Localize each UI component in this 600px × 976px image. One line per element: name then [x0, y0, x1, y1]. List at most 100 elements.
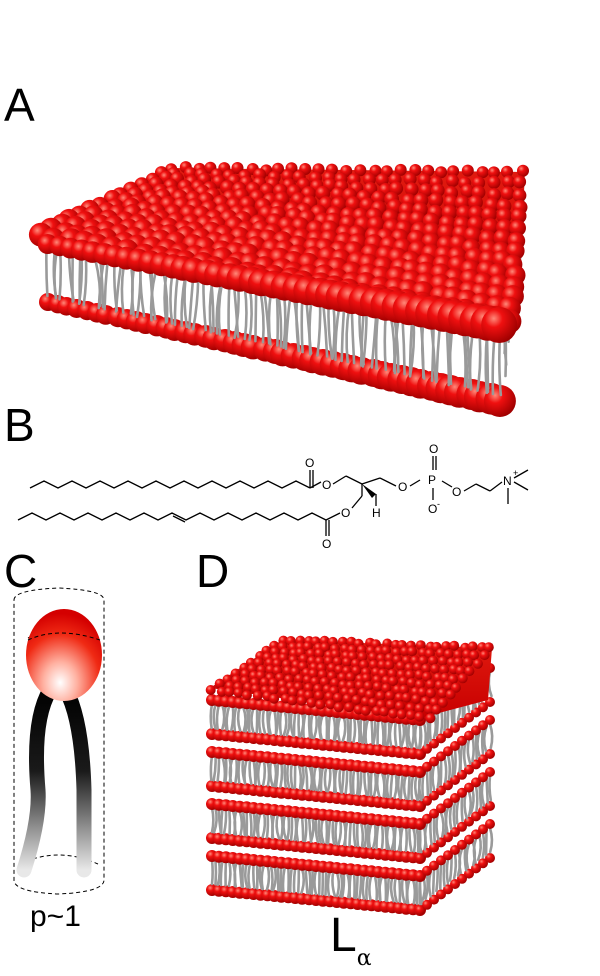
- lipid-tail: [272, 760, 278, 788]
- lipid-head: [384, 690, 395, 701]
- lipid-tail: [256, 759, 262, 786]
- lipid-tail: [485, 777, 489, 804]
- lipid-tail: [237, 757, 241, 784]
- lipid-head: [359, 659, 369, 670]
- lipid-head: [387, 668, 398, 679]
- lipid-head: [294, 673, 305, 684]
- lipid-head: [471, 811, 481, 822]
- lipid-head: [351, 694, 362, 705]
- lipid-tail: [274, 709, 280, 736]
- lipid-tail: [267, 290, 273, 346]
- lipid-tail: [228, 756, 235, 784]
- lipid-head: [351, 665, 362, 676]
- lipid-tail: [334, 818, 339, 846]
- lipid-head: [483, 642, 494, 653]
- lipid-tail: [289, 762, 294, 789]
- lipid-tail: [202, 278, 208, 332]
- lipid-tail: [258, 288, 265, 344]
- lipid-head: [384, 660, 395, 671]
- lipid-head: [447, 165, 460, 178]
- lipid-head: [315, 699, 326, 710]
- lipid-head: [428, 655, 439, 666]
- lipid-tail: [326, 818, 332, 845]
- lipid-head: [437, 697, 448, 708]
- left-tail: [16, 682, 58, 878]
- lipid-head: [478, 720, 488, 731]
- lipid-tail: [173, 274, 179, 326]
- lipid-tail: [397, 876, 402, 904]
- lipid-tail: [404, 721, 409, 748]
- lipid-tail: [99, 259, 105, 309]
- lipid-tail: [463, 792, 469, 820]
- lipid-head: [314, 690, 325, 701]
- lipid-head: [460, 184, 475, 198]
- lipid-head: [429, 808, 439, 819]
- lipid-head: [422, 865, 432, 876]
- lipid-tail: [341, 715, 347, 742]
- panel-label-b: B: [4, 399, 35, 451]
- lipid-head: [384, 653, 395, 663]
- lipid-head: [368, 659, 379, 670]
- lipid-head: [467, 641, 478, 652]
- lipid-tail: [236, 705, 242, 732]
- lipid-tail: [234, 757, 239, 784]
- lipid-tail: [254, 759, 259, 786]
- lipid-head: [441, 641, 452, 652]
- lipid-tail: [135, 267, 142, 319]
- lipid-tail: [266, 760, 271, 787]
- lipid-head: [449, 640, 460, 651]
- lipid-tail: [292, 866, 297, 894]
- lipid-head: [371, 705, 382, 716]
- lipid-head: [457, 839, 467, 850]
- phase-caption: Lα: [330, 912, 372, 970]
- lipid-head: [398, 676, 409, 687]
- lipid-tail: [380, 823, 385, 850]
- lipid-tail: [252, 862, 256, 890]
- lipid-tail: [372, 718, 377, 745]
- lipid-head: [437, 656, 448, 666]
- upper-acyl-chain: [29, 480, 311, 489]
- lipid-tail: [228, 808, 232, 835]
- lipid-tail: [307, 712, 312, 739]
- lipid-tail: [399, 773, 404, 800]
- lipid-head: [368, 652, 378, 662]
- lipid-tail: [187, 276, 195, 330]
- lipid-head: [471, 829, 481, 840]
- lipid-tail: [45, 250, 49, 298]
- atom-o-minus: O: [428, 502, 437, 516]
- lipid-tail: [130, 266, 136, 316]
- lipid-tail: [300, 763, 305, 790]
- lipid-head: [476, 166, 489, 179]
- lipid-tail: [241, 809, 246, 837]
- lipid-head: [372, 681, 383, 692]
- lipid-tail: [375, 822, 380, 850]
- lipid-head: [436, 889, 446, 900]
- lipid-tail: [372, 770, 378, 797]
- lipid-tail: [460, 795, 464, 823]
- lipid-head: [443, 850, 453, 861]
- lipid-tail: [183, 275, 189, 329]
- ester1-bond: [309, 481, 322, 489]
- lipid-head: [415, 819, 425, 829]
- lipid-tail: [462, 740, 467, 768]
- lipid-tail: [418, 878, 422, 906]
- lipid-tail: [289, 710, 295, 737]
- atom-o: O: [398, 480, 407, 494]
- lipid-tail: [279, 761, 284, 788]
- lipid-tail: [233, 861, 238, 888]
- lipid-head: [406, 677, 417, 688]
- lipid-tail: [348, 872, 352, 899]
- atom-o: O: [452, 485, 461, 499]
- lipid-tail: [452, 800, 457, 828]
- lipid-tail: [248, 758, 253, 785]
- lipid-head: [342, 657, 352, 668]
- lipid-tail: [326, 766, 332, 793]
- lipid-tail: [257, 707, 262, 734]
- lipid-tail: [335, 870, 341, 898]
- lipid-tail: [430, 320, 435, 382]
- lipid-tail: [343, 819, 349, 847]
- lipid-tail: [388, 720, 394, 747]
- lipid-tail: [120, 264, 126, 314]
- lipid-tail: [267, 708, 273, 735]
